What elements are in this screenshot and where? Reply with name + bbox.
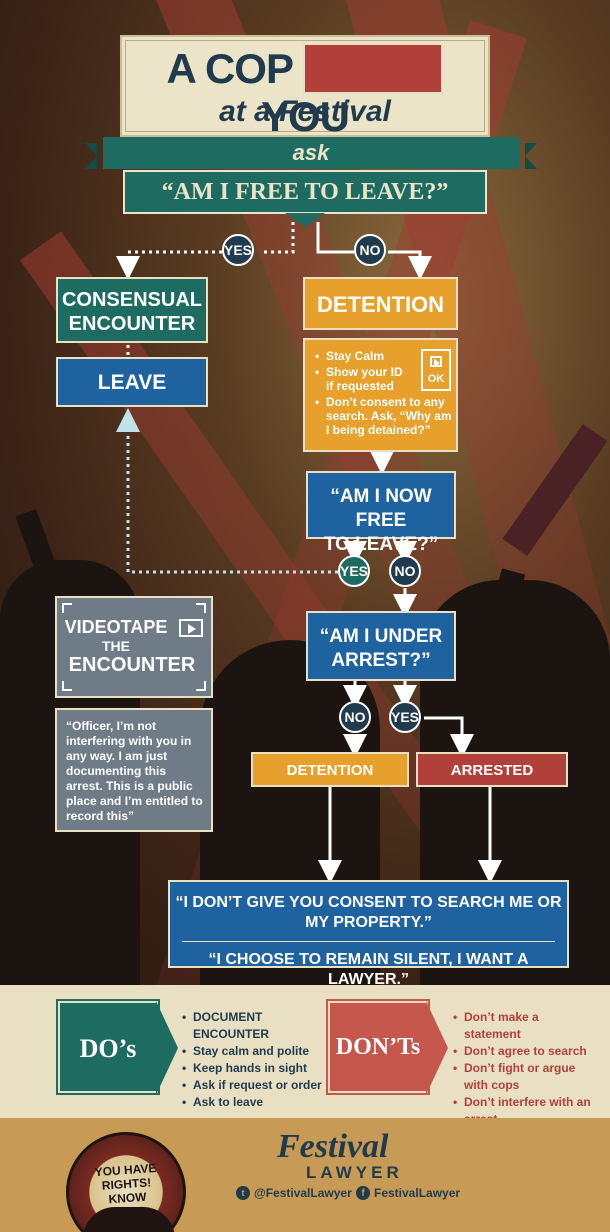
brand-festival: Festival <box>277 1128 389 1165</box>
title-part-1: A COP <box>166 45 294 92</box>
dos-badge: DO’s <box>58 1001 158 1093</box>
free-now-line-1: “AM I NOW FREE <box>330 486 432 531</box>
facebook-icon: f <box>356 1186 370 1200</box>
no-badge-middle: NO <box>389 555 421 587</box>
brand-lawyer: LAWYER <box>306 1163 403 1182</box>
tip-item: Show your ID if requested <box>315 365 411 393</box>
leave-box: LEAVE <box>56 357 208 407</box>
dos-item: Ask if request or order <box>182 1077 322 1094</box>
dos-list: DOCUMENT ENCOUNTER Stay calm and polite … <box>182 1009 322 1111</box>
consensual-line-1: CONSENSUAL <box>61 289 202 311</box>
statements-box: “I DON’T GIVE YOU CONSENT TO SEARCH ME O… <box>168 880 569 988</box>
statement-silent: “I CHOOSE TO REMAIN SILENT, I WANT A LAW… <box>208 951 529 988</box>
free-now-question-box: “AM I NOW FREE TO LEAVE?” <box>306 471 456 555</box>
donts-item: Don’t agree to search <box>453 1043 593 1060</box>
yes-badge-middle: YES <box>338 555 370 587</box>
detention-tips-box: Stay Calm Show your ID if requested Don’… <box>303 338 458 452</box>
title-subline: at a Festival <box>219 95 391 128</box>
twitter-handle: @FestivalLawyer <box>254 1186 352 1200</box>
no-badge-bottom: NO <box>339 701 371 733</box>
donts-badge: DON’Ts <box>328 1001 428 1093</box>
title-main: A COP STOPS YOU <box>122 43 488 141</box>
play-ok-button: OK <box>421 349 451 391</box>
play-icon <box>179 619 203 637</box>
yes-badge-top: YES <box>222 234 254 266</box>
donts-item: Don’t make a statement <box>453 1009 593 1043</box>
detention-box: DETENTION <box>303 277 458 330</box>
dos-item: Stay calm and polite <box>182 1043 322 1060</box>
twitter-link[interactable]: t @FestivalLawyer <box>236 1186 352 1200</box>
donts-item: Don’t fight or argue with cops <box>453 1060 593 1094</box>
dos-arrow <box>156 1001 178 1095</box>
detention-tips-list: Stay Calm Show your ID if requested <box>315 349 411 393</box>
title-part-3: YOU <box>260 93 350 140</box>
dos-donts-section: DO’s DOCUMENT ENCOUNTER Stay calm and po… <box>0 985 610 1126</box>
footer: YOU HAVE RIGHTS! KNOW THEM. Festival LAW… <box>0 1118 610 1232</box>
outcome-detention-box: DETENTION <box>251 752 409 787</box>
question-pointer <box>285 213 325 227</box>
ok-label: OK <box>427 373 445 385</box>
dos-label: DO’s <box>79 1034 137 1063</box>
under-arrest-line-1: “AM I UNDER <box>319 626 443 647</box>
yes-badge-bottom: YES <box>389 701 421 733</box>
facebook-link[interactable]: f FestivalLawyer <box>356 1186 460 1200</box>
tip-item: Stay Calm <box>315 349 411 363</box>
videotape-box: VIDEOTAPE THE ENCOUNTER <box>55 596 213 698</box>
title-card: A COP STOPS YOU at a Festival <box>120 35 490 140</box>
no-badge-top: NO <box>354 234 386 266</box>
ask-ribbon: ask <box>85 137 537 169</box>
rights-badge: YOU HAVE RIGHTS! KNOW THEM. <box>66 1132 186 1232</box>
statement-consent: “I DON’T GIVE YOU CONSENT TO SEARCH ME O… <box>175 894 562 931</box>
dos-item: Keep hands in sight <box>182 1060 322 1077</box>
free-now-line-2: TO LEAVE?” <box>323 534 439 555</box>
under-arrest-question-box: “AM I UNDER ARREST?” <box>306 611 456 681</box>
consensual-encounter-box: CONSENSUAL ENCOUNTER <box>56 277 208 343</box>
videotape-line-3: ENCOUNTER <box>68 654 196 676</box>
flow-connectors <box>116 222 502 884</box>
videotape-line-1: VIDEOTAPE <box>64 617 168 637</box>
dos-item: Ask to leave <box>182 1094 322 1111</box>
videotape-line-2: THE <box>102 638 130 654</box>
title-part-2: STOPS <box>302 43 444 94</box>
under-arrest-line-2: ARREST?” <box>331 650 431 671</box>
dos-item: DOCUMENT ENCOUNTER <box>182 1009 322 1043</box>
videotape-quote-box: “Officer, I’m not interfering with you i… <box>55 708 213 832</box>
twitter-icon: t <box>236 1186 250 1200</box>
question-free-to-leave: “AM I FREE TO LEAVE?” <box>123 170 487 214</box>
ask-label: ask <box>292 140 330 165</box>
donts-arrow <box>426 1001 448 1095</box>
play-icon <box>430 356 442 367</box>
tip-item: Don’t consent to any search. Ask, “Why a… <box>315 395 453 437</box>
facebook-handle: FestivalLawyer <box>374 1186 461 1200</box>
donts-list: Don’t make a statement Don’t agree to se… <box>453 1009 593 1128</box>
donts-label: DON’Ts <box>335 1034 421 1060</box>
consensual-line-2: ENCOUNTER <box>68 313 196 335</box>
detention-tips-list-2: Don’t consent to any search. Ask, “Why a… <box>315 395 453 437</box>
question-text: “AM I FREE TO LEAVE?” <box>161 179 449 205</box>
outcome-arrested-box: ARRESTED <box>416 752 568 787</box>
